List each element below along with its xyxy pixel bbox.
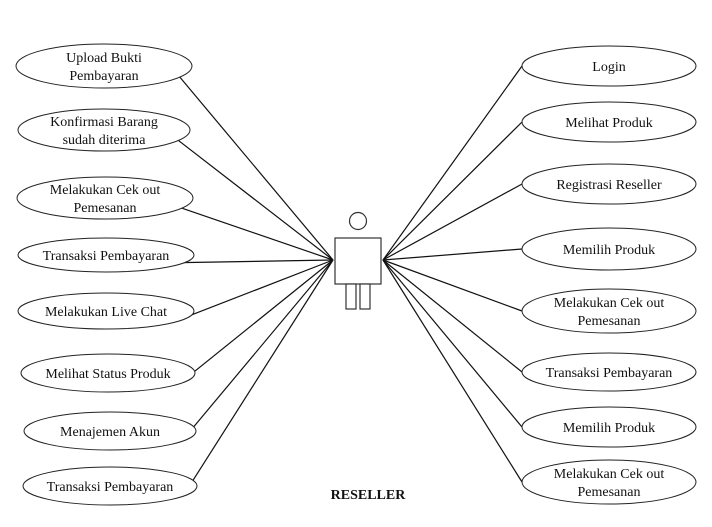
use-case-label: Pembayaran <box>69 69 138 84</box>
use-case-right-1: Login <box>521 45 697 87</box>
use-case-left-6: Melihat Status Produk <box>20 353 196 393</box>
association-line-right-7 <box>382 259 523 428</box>
use-case-right-4: Memilih Produk <box>521 227 697 271</box>
association-line-right-6 <box>382 259 523 373</box>
association-line-right-4 <box>382 248 523 261</box>
use-case-ellipse <box>521 352 697 392</box>
use-case-label: Registrasi Reseller <box>556 178 662 193</box>
use-case-label: Pemesanan <box>74 201 137 216</box>
association-line-left-5 <box>180 259 334 320</box>
use-case-left-5: Melakukan Live Chat <box>17 292 195 330</box>
association-line-left-4 <box>180 259 334 264</box>
association-line-right-1 <box>382 65 523 261</box>
association-line-left-7 <box>182 259 334 440</box>
use-case-label: Memilih Produk <box>563 421 655 436</box>
association-line-right-3 <box>382 183 523 261</box>
use-case-right-2: Melihat Produk <box>521 101 697 143</box>
association-line-left-2 <box>176 138 334 261</box>
use-case-ellipse <box>22 466 198 506</box>
use-case-ellipse <box>23 411 197 451</box>
actor-head <box>348 211 368 231</box>
use-case-ellipse <box>521 101 697 143</box>
use-case-ellipse <box>17 237 195 273</box>
use-case-label: Transaksi Pembayaran <box>47 480 174 495</box>
use-case-left-8: Transaksi Pembayaran <box>22 466 198 506</box>
use-case-left-2: Konfirmasi Barang sudah diterima <box>17 108 191 152</box>
use-case-ellipse <box>521 406 697 448</box>
use-case-right-7: Memilih Produk <box>521 406 697 448</box>
use-case-label: Melakukan Cek out <box>50 183 161 198</box>
use-case-label: Transaksi Pembayaran <box>546 366 673 381</box>
use-case-label: Transaksi Pembayaran <box>43 249 170 264</box>
actor-right-leg <box>359 283 371 310</box>
use-case-ellipse <box>17 108 191 152</box>
use-case-right-6: Transaksi Pembayaran <box>521 352 697 392</box>
use-case-label: Melihat Produk <box>565 116 653 131</box>
association-line-right-5 <box>382 259 523 312</box>
use-case-left-7: Menajemen Akun <box>23 411 197 451</box>
use-case-ellipse <box>521 288 697 334</box>
use-case-label: Konfirmasi Barang <box>50 115 158 130</box>
actor-body <box>334 237 382 285</box>
use-case-label: Melakukan Live Chat <box>45 305 167 320</box>
association-lines <box>176 65 523 495</box>
use-case-label: Login <box>592 60 625 75</box>
use-case-ellipse <box>521 459 697 505</box>
use-case-label: Melakukan Cek out <box>554 296 665 311</box>
use-case-ellipse <box>16 176 194 220</box>
actor-left-leg <box>345 283 357 310</box>
association-line-left-3 <box>179 206 334 261</box>
actor-figure <box>334 211 382 310</box>
association-line-left-6 <box>181 259 334 383</box>
use-case-label: Melakukan Cek out <box>554 467 665 482</box>
use-case-ellipse <box>20 353 196 393</box>
use-case-label: Pemesanan <box>578 485 641 500</box>
association-line-right-8 <box>382 259 523 483</box>
association-line-left-1 <box>178 75 334 261</box>
use-case-label: Menajemen Akun <box>60 425 160 440</box>
use-case-ellipse <box>521 45 697 87</box>
use-case-right-3: Registrasi Reseller <box>521 163 697 205</box>
actor-label: RESELLER <box>331 488 407 503</box>
use-case-ellipse <box>521 227 697 271</box>
use-case-label: sudah diterima <box>63 133 147 148</box>
use-case-ellipse <box>17 292 195 330</box>
association-line-right-2 <box>382 121 523 261</box>
use-case-label: Melihat Status Produk <box>45 367 170 382</box>
association-line-left-8 <box>183 259 334 495</box>
use-case-label: Memilih Produk <box>563 243 655 258</box>
use-case-label: Upload Bukti <box>66 51 142 66</box>
use-case-left-4: Transaksi Pembayaran <box>17 237 195 273</box>
use-case-ellipse <box>15 43 193 89</box>
use-case-ellipse <box>521 163 697 205</box>
use-case-label: Pemesanan <box>578 314 641 329</box>
